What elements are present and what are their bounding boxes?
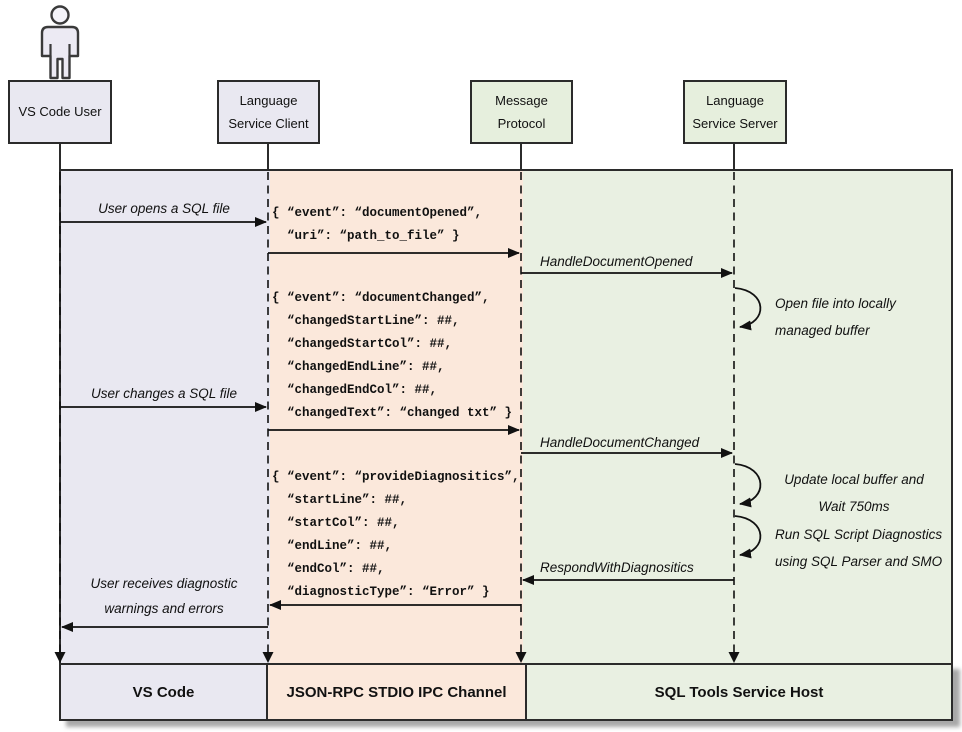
note-run-diagnostics: Run SQL Script Diagnostics using SQL Par… (775, 527, 943, 569)
person-icon (40, 5, 80, 80)
label-user-receives: User receives diagnostic warnings and er… (90, 576, 238, 616)
payload-provide-diagnostics: { “event”: “provideDiagnositics”, “start… (272, 470, 520, 599)
footer-json-rpc-channel: JSON-RPC STDIO IPC Channel (268, 663, 527, 721)
payload-document-opened: { “event”: “documentOpened”, “uri”: “pat… (272, 206, 483, 243)
note-update-buffer: Update local buffer and Wait 750ms (784, 472, 924, 514)
label-handle-document-changed: HandleDocumentChanged (540, 435, 700, 450)
payload-document-changed: { “event”: “documentChanged”, “changedSt… (272, 291, 513, 420)
label-respond-with-diagnostics: RespondWithDiagnositics (540, 560, 694, 575)
actor-vscode-user: VS Code User (8, 80, 112, 144)
note-open-file: Open file into locally managed buffer (775, 296, 896, 338)
footer-row: VS Code JSON-RPC STDIO IPC Channel SQL T… (59, 663, 953, 721)
actor-label: Service Server (692, 115, 778, 131)
actor-label: VS Code User (18, 104, 102, 119)
actor-message-protocol: Message Protocol (470, 80, 573, 144)
label-user-changes: User changes a SQL file (90, 386, 238, 401)
actor-language-service-client: Language Service Client (217, 80, 320, 144)
actor-language-service-server: Language Service Server (683, 80, 787, 144)
footer-label: VS Code (132, 683, 195, 701)
footer-label: SQL Tools Service Host (654, 683, 824, 701)
footer-label: JSON-RPC STDIO IPC Channel (286, 683, 507, 701)
label-user-opens: User opens a SQL file (98, 201, 230, 216)
actor-label: Protocol (497, 115, 546, 131)
lane-vscode (61, 171, 270, 663)
actor-label: Language (239, 92, 298, 108)
actor-label: Message (495, 92, 548, 108)
lane-service-host (523, 171, 951, 663)
label-handle-document-opened: HandleDocumentOpened (540, 254, 693, 269)
actor-label: Service Client (228, 115, 309, 131)
actor-label: Language (706, 92, 764, 108)
footer-sql-tools-service-host: SQL Tools Service Host (527, 663, 953, 721)
footer-vscode: VS Code (59, 663, 268, 721)
